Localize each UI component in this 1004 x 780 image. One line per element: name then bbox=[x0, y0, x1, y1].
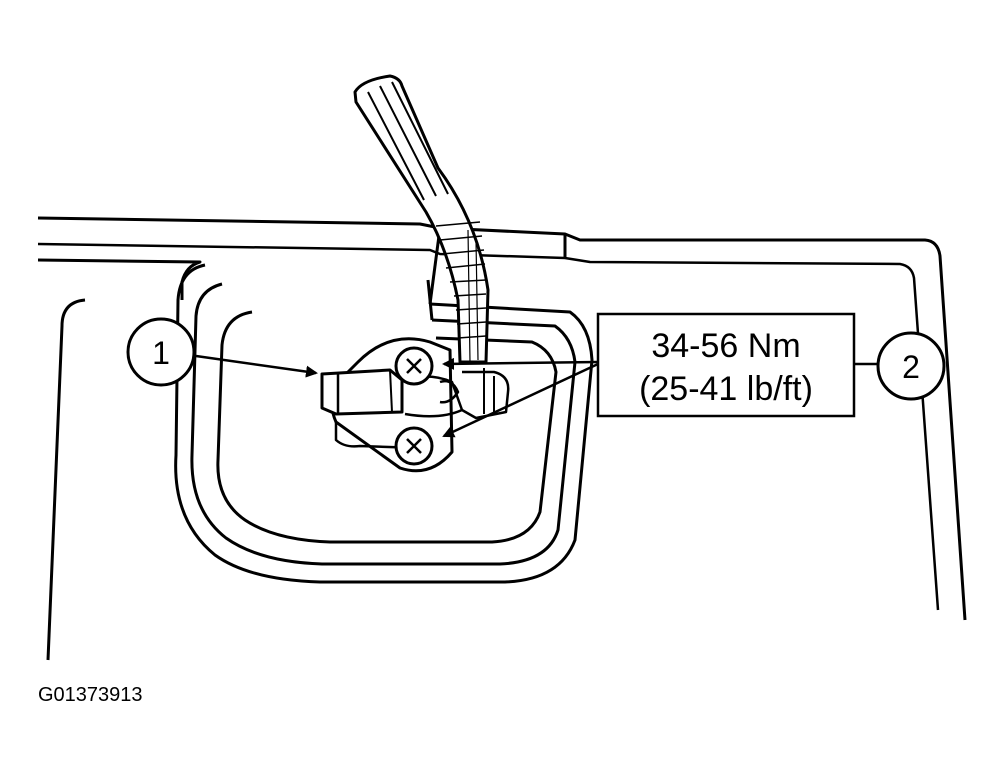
callout-circle bbox=[876, 331, 946, 401]
panel-outline bbox=[37, 216, 967, 621]
lower-bolt bbox=[394, 426, 434, 466]
torque-metric: 34-56 Nm bbox=[651, 327, 800, 365]
callout-sensor: 1 bbox=[126, 317, 318, 387]
callout-number: 2 bbox=[902, 349, 920, 385]
torque-imperial: (25-41 lb/ft) bbox=[639, 370, 813, 408]
callout-number: 1 bbox=[152, 335, 170, 371]
sensor-assembly bbox=[320, 337, 510, 473]
leader-arrow bbox=[195, 354, 318, 378]
figure-id: G01373913 bbox=[38, 684, 143, 706]
pan-recess-contours bbox=[46, 227, 594, 661]
upper-bolt bbox=[394, 346, 434, 386]
leader-arrow-upper-bolt bbox=[442, 357, 599, 370]
wiring-harness bbox=[353, 74, 490, 364]
torque-spec-box: 34-56 Nm (25-41 lb/ft) bbox=[442, 312, 856, 438]
sensor-connector bbox=[320, 368, 404, 416]
leader-arrow-lower-bolt bbox=[442, 362, 599, 438]
callout-bolts: 2 bbox=[854, 331, 946, 401]
callout-circle bbox=[126, 317, 196, 387]
